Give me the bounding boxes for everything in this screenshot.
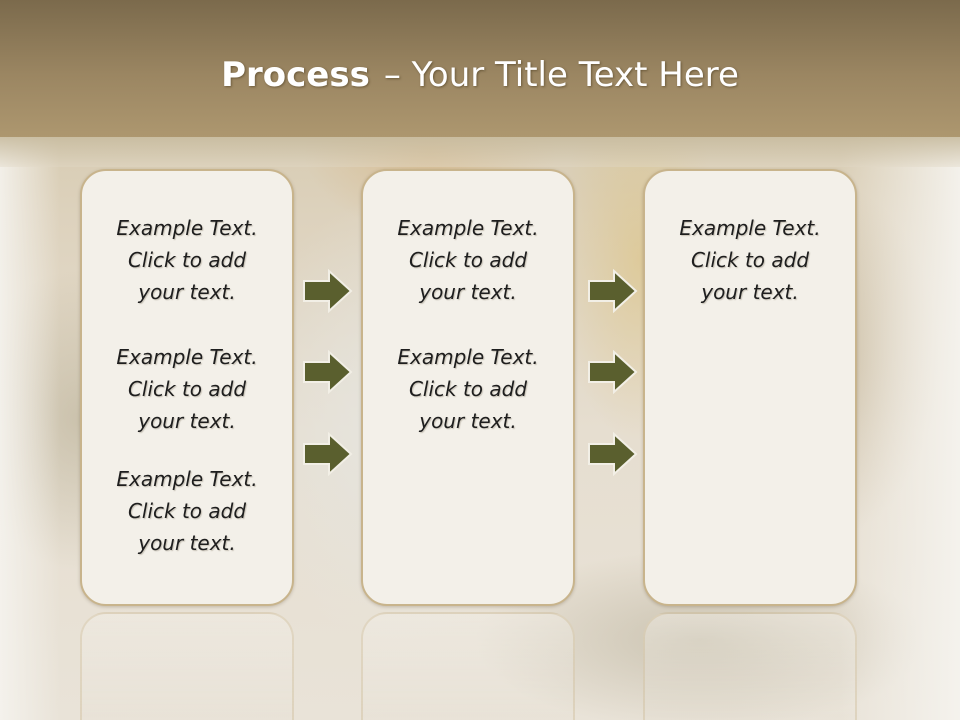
text-line: Click to add — [408, 248, 528, 272]
text-line: Example Text. — [679, 216, 821, 240]
right-arrow-icon — [303, 269, 353, 313]
text-placeholder[interactable]: Example Text. Click to add your text. — [82, 212, 292, 308]
text-placeholder[interactable]: Example Text. Click to add your text. — [363, 341, 573, 437]
text-line: Example Text. — [116, 216, 258, 240]
process-card-3[interactable]: Example Text. Click to add your text. — [643, 169, 857, 606]
slide-title-rest: – Your Title Text Here — [383, 55, 739, 95]
text-line: your text. — [138, 280, 236, 304]
slide-title-bold: Process — [221, 55, 370, 95]
card-reflection — [643, 612, 857, 720]
right-arrow-icon — [303, 350, 353, 394]
card-reflection — [80, 612, 294, 720]
text-placeholder[interactable]: Example Text. Click to add your text. — [363, 212, 573, 308]
text-line: Example Text. — [116, 467, 258, 491]
text-line: your text. — [138, 531, 236, 555]
text-line: Example Text. — [116, 345, 258, 369]
process-card-1[interactable]: Example Text. Click to add your text. Ex… — [80, 169, 294, 606]
right-arrow-icon — [588, 432, 638, 476]
text-line: Click to add — [127, 377, 247, 401]
text-line: Click to add — [127, 248, 247, 272]
text-line: your text. — [138, 409, 236, 433]
text-placeholder[interactable]: Example Text. Click to add your text. — [82, 463, 292, 559]
text-line: Example Text. — [397, 216, 539, 240]
process-card-2[interactable]: Example Text. Click to add your text. Ex… — [361, 169, 575, 606]
right-arrow-icon — [588, 269, 638, 313]
text-line: your text. — [419, 280, 517, 304]
text-line: Click to add — [127, 499, 247, 523]
slide-title[interactable]: Process – Your Title Text Here — [0, 52, 960, 98]
text-line: your text. — [701, 280, 799, 304]
text-line: Click to add — [690, 248, 810, 272]
right-arrow-icon — [303, 432, 353, 476]
text-line: your text. — [419, 409, 517, 433]
title-bar-band — [0, 137, 960, 167]
text-placeholder[interactable]: Example Text. Click to add your text. — [82, 341, 292, 437]
card-reflection — [361, 612, 575, 720]
text-line: Example Text. — [397, 345, 539, 369]
right-arrow-icon — [588, 350, 638, 394]
title-bar — [0, 0, 960, 137]
text-line: Click to add — [408, 377, 528, 401]
text-placeholder[interactable]: Example Text. Click to add your text. — [645, 212, 855, 308]
